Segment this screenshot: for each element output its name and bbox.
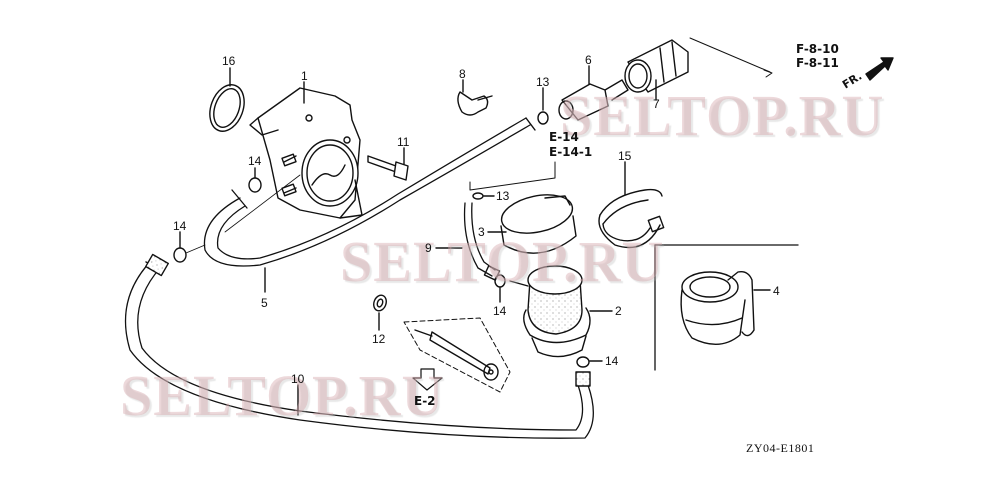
reference-e-14[interactable]: E-14 (549, 130, 579, 144)
callout-13-upper: 13 (536, 75, 550, 89)
callout-6: 6 (585, 53, 592, 67)
o-ring-part (209, 84, 245, 132)
fuel-connector-part (624, 39, 689, 93)
band-clamp-part (500, 194, 577, 254)
reference-f-8-10[interactable]: F-8-10 (796, 42, 839, 56)
reference-e-2[interactable]: E-2 (414, 394, 436, 408)
callout-1: 1 (301, 69, 308, 83)
callout-9: 9 (425, 241, 432, 255)
callout-10: 10 (291, 372, 305, 386)
callout-11: 11 (397, 135, 410, 149)
reference-e-14-1[interactable]: E-14-1 (549, 145, 593, 159)
callout-16: 16 (222, 54, 236, 68)
flange-bolt-part (367, 155, 409, 181)
callout-14-bottom: 14 (605, 354, 619, 368)
fuel-filter-cup-part (509, 265, 591, 358)
callout-5: 5 (261, 296, 268, 310)
callout-8: 8 (459, 67, 466, 81)
callout-14-filter: 14 (493, 304, 507, 318)
callout-7: 7 (653, 97, 660, 111)
callout-15: 15 (618, 149, 632, 163)
fuel-pump-part (249, 87, 363, 219)
reference-f-8-11[interactable]: F-8-11 (796, 56, 839, 70)
callout-12: 12 (372, 332, 386, 346)
callout-4: 4 (773, 284, 780, 298)
callout-14-pump: 14 (248, 154, 262, 168)
filter-boot-part (680, 270, 755, 345)
drawing-code: ZY04-E1801 (746, 441, 815, 455)
callout-3: 3 (478, 225, 485, 239)
callout-13-lower: 13 (496, 189, 510, 203)
front-direction-arrow-icon (866, 58, 894, 80)
band-strap-part (598, 188, 665, 249)
callout-2: 2 (615, 304, 622, 318)
callout-14-left: 14 (173, 219, 187, 233)
tube-clip-part (457, 91, 493, 116)
connector-joint-part (558, 79, 629, 121)
